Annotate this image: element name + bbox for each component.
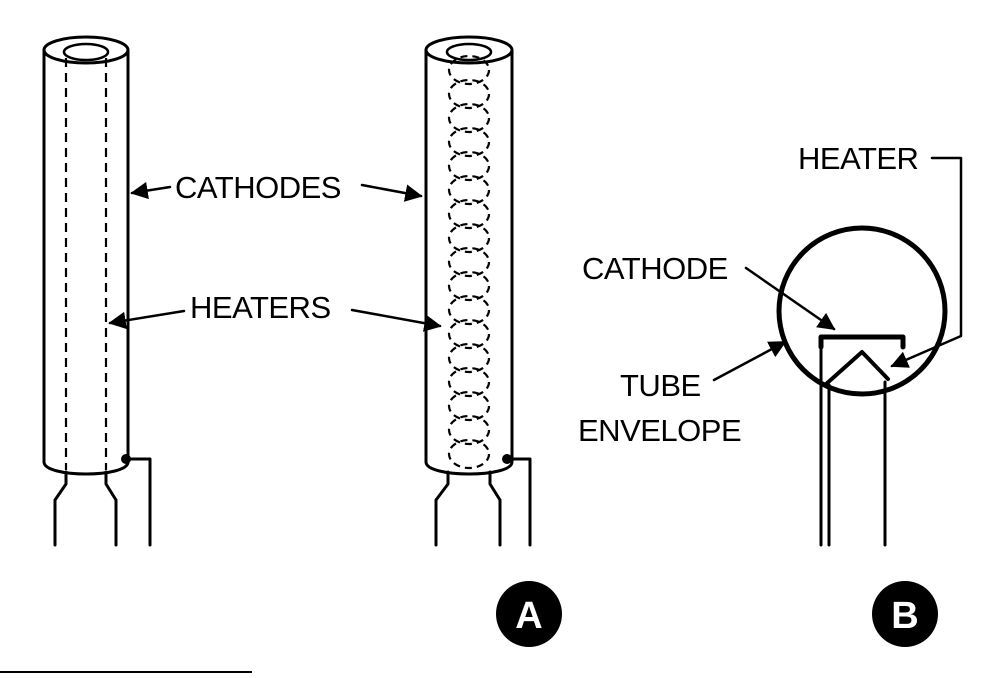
heater-coil-loop xyxy=(447,294,491,326)
label-cathode: CATHODE xyxy=(582,251,728,286)
heater-coil-loop xyxy=(447,318,491,350)
arrow-heaters-right xyxy=(350,308,442,332)
label-heaters: HEATERS xyxy=(190,290,331,325)
cathode-cylinder-coiled-heater xyxy=(424,35,514,476)
label-tube-line1: TUBE xyxy=(620,368,701,403)
heater-coil-loop xyxy=(447,102,491,134)
cathode-cylinder-straight-heater xyxy=(42,35,131,476)
arrow-cathodes-right xyxy=(360,183,423,202)
svg-text:B: B xyxy=(891,595,918,637)
heater-coil-loop xyxy=(447,78,491,110)
heater-symbol xyxy=(823,350,890,387)
heater-coil-loop xyxy=(447,198,491,230)
svg-text:A: A xyxy=(515,595,542,637)
label-heater: HEATER xyxy=(798,141,918,176)
badge-a: A xyxy=(496,581,562,647)
heater-coil-loop xyxy=(447,222,491,254)
tube-envelope-circle xyxy=(776,225,948,397)
arrow-cathode xyxy=(744,266,836,331)
arrow-cathodes-left xyxy=(130,181,172,200)
heater-coil-loop xyxy=(447,414,491,446)
heater-coil-loop xyxy=(447,270,491,302)
coiled-heater-loops xyxy=(447,54,491,470)
heater-coil-loop xyxy=(447,246,491,278)
tube-schematic-symbol xyxy=(776,225,948,547)
leads-right-cathode xyxy=(434,457,532,547)
heater-coil-loop xyxy=(447,150,491,182)
heater-coil-loop xyxy=(447,366,491,398)
heater-coil-loop xyxy=(447,342,491,374)
arrow-heaters-left xyxy=(108,309,186,330)
badge-b: B xyxy=(872,581,938,647)
heater-coil-loop xyxy=(447,126,491,158)
label-cathodes: CATHODES xyxy=(175,170,341,205)
heater-lead-line xyxy=(890,156,963,368)
label-tube-line2: ENVELOPE xyxy=(578,413,741,448)
heater-coil-loop xyxy=(447,438,491,470)
cathode-symbol xyxy=(818,334,906,350)
heater-coil-loop xyxy=(447,174,491,206)
leads-left-cathode xyxy=(53,457,152,547)
heater-coil-loop xyxy=(447,54,491,86)
heater-coil-loop xyxy=(447,390,491,422)
arrow-tube-envelope xyxy=(712,340,787,382)
